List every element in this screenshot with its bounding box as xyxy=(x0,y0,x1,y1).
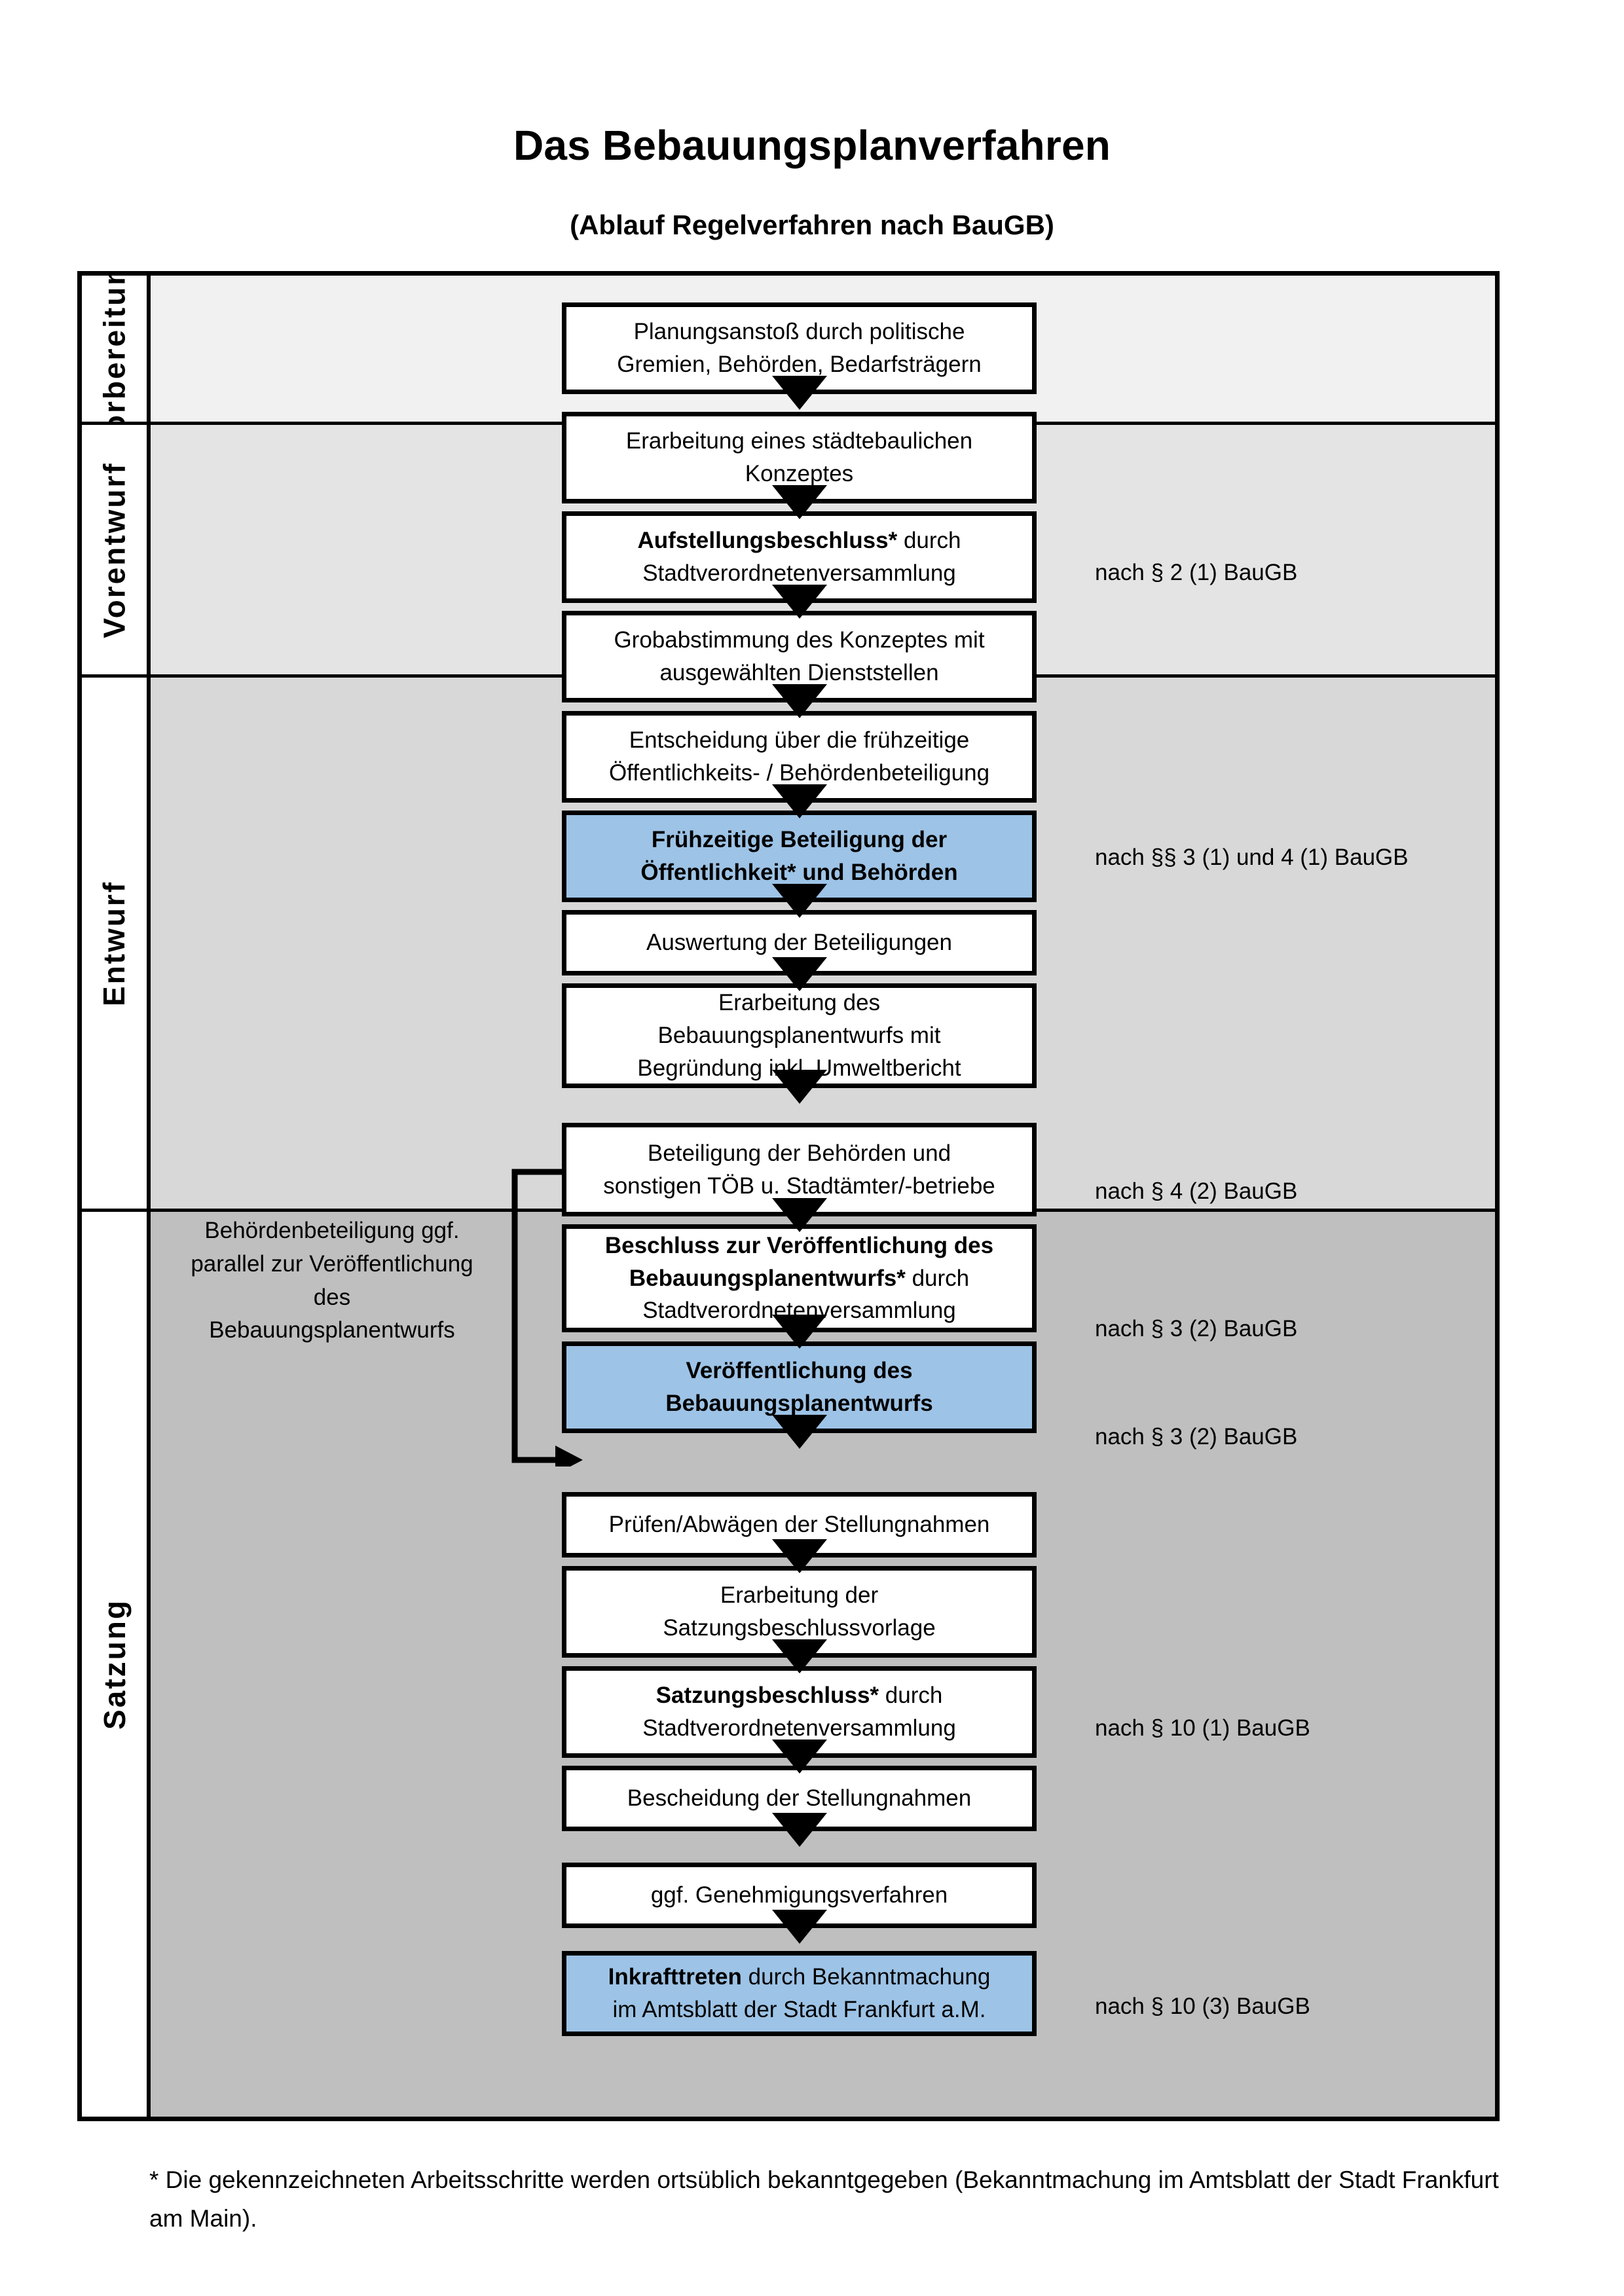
flow-arrow-down xyxy=(772,485,827,519)
band-label-satzung: Satzung xyxy=(82,1212,151,2117)
step-text-line: Gremien, Behörden, Bedarfsträgern xyxy=(617,352,982,377)
step-text-line: durch Bekanntmachung xyxy=(741,1964,991,1990)
step-text-line: Auswertung der Beteiligungen xyxy=(646,930,952,956)
step-text-bold: Satzungsbeschluss* xyxy=(655,1683,879,1709)
step-text-bold: Beschluss zur Veröffentlichung des xyxy=(604,1232,994,1258)
step-text-line: Erarbeitung des xyxy=(718,990,881,1016)
step-text-line: Erarbeitung eines städtebaulichen xyxy=(625,428,973,454)
step-text-line: Frühzeitige Beteiligung der xyxy=(651,827,948,853)
step-text-bold: Inkrafttreten xyxy=(608,1964,742,1990)
side-note-behoerdenbeteiligung: Behördenbeteiligung ggf. parallel zur Ve… xyxy=(191,1218,473,1343)
flow-arrow-down xyxy=(772,1539,827,1573)
step-text-bold: Bebauungsplanentwurfs* xyxy=(629,1265,906,1291)
flow-arrow-down xyxy=(772,1315,827,1349)
law-reference-par3-2-a: nach § 3 (2) BauGB xyxy=(1095,1316,1298,1341)
step-text-line: Prüfen/Abwägen der Stellungnahmen xyxy=(608,1512,990,1538)
step-text-line: Stadtverordnetenversammlung xyxy=(642,1715,956,1741)
step-text-line: Bebauungsplanentwurfs xyxy=(665,1391,933,1416)
bracket-connector-arrow xyxy=(511,1169,583,1467)
flow-arrow-down xyxy=(772,884,827,918)
law-reference-par10-1: nach § 10 (1) BauGB xyxy=(1095,1715,1310,1741)
flow-arrow-down xyxy=(772,1639,827,1673)
step-text-line: Öffentlichkeit* und Behörden xyxy=(640,860,958,885)
flow-arrow-down xyxy=(772,684,827,718)
step-text-line: Entscheidung über die frühzeitige xyxy=(629,727,970,754)
page-subtitle: (Ablauf Regelverfahren nach BauGB) xyxy=(570,210,1054,240)
step-box-erarbeitung-satzungsvorlage[interactable]: Erarbeitung der Satzungsbeschlussvorlage xyxy=(562,1566,1037,1658)
step-text-line: Beteiligung der Behörden und xyxy=(647,1140,951,1166)
step-text-line: Stadtverordnetenversammlung xyxy=(642,560,956,586)
flow-arrow-down xyxy=(772,1198,827,1232)
step-text-line: Veröffentlichung des xyxy=(686,1358,913,1384)
band-label-vorbereitung: Vorbereitung xyxy=(82,276,151,422)
page-title: Das Bebauungsplanverfahren xyxy=(513,122,1111,169)
step-text-line: sonstigen TÖB u. Stadtämter/-betriebe xyxy=(603,1173,995,1199)
step-text-line: Konzeptes xyxy=(745,461,854,486)
flow-arrow-down xyxy=(772,1070,827,1104)
footnote-text: * Die gekennzeichneten Arbeitsschritte w… xyxy=(149,2166,1499,2232)
flow-arrow-down xyxy=(772,1415,827,1449)
flow-arrow-down xyxy=(772,376,827,410)
step-text-line: Satzungsbeschlussvorlage xyxy=(663,1615,936,1641)
band-label-entwurf: Entwurf xyxy=(82,678,151,1209)
step-box-beschluss-veroeffentlichung[interactable]: Beschluss zur Veröffentlichung des Bebau… xyxy=(562,1224,1037,1332)
step-text-line: Erarbeitung der xyxy=(720,1582,879,1609)
step-text-line: Planungsanstoß durch politische xyxy=(633,319,965,345)
step-text-line: ggf. Genehmigungsverfahren xyxy=(650,1882,948,1908)
step-text-line: ausgewählten Dienststellen xyxy=(659,660,939,685)
flow-arrow-down xyxy=(772,784,827,818)
flow-arrow-down xyxy=(772,1813,827,1847)
flow-arrow-down xyxy=(772,1740,827,1774)
law-reference-par3-1-4-1: nach §§ 3 (1) und 4 (1) BauGB xyxy=(1095,845,1409,870)
step-box-satzungsbeschluss[interactable]: Satzungsbeschluss* durch Stadtverordnete… xyxy=(562,1666,1037,1758)
step-text-line: durch xyxy=(905,1265,970,1291)
step-text-line: durch xyxy=(879,1683,943,1709)
flow-arrow-down xyxy=(772,1910,827,1944)
flow-arrow-down xyxy=(772,585,827,619)
step-text-line: Bescheidung der Stellungnahmen xyxy=(627,1785,972,1812)
step-box-beteiligung-behoerden[interactable]: Beteiligung der Behörden und sonstigen T… xyxy=(562,1123,1037,1216)
step-text-line: durch xyxy=(897,528,961,554)
step-text-line: Öffentlichkeits- / Behördenbeteiligung xyxy=(608,760,990,786)
step-text-line: Bebauungsplanentwurfs mit xyxy=(657,1023,941,1049)
step-text-line: Grobabstimmung des Konzeptes mit xyxy=(614,627,985,653)
band-label-vorentwurf: Vorentwurf xyxy=(82,425,151,674)
law-reference-par4-2: nach § 4 (2) BauGB xyxy=(1095,1178,1298,1204)
law-reference-par3-2-b: nach § 3 (2) BauGB xyxy=(1095,1424,1298,1449)
step-text-line: im Amtsblatt der Stadt Frankfurt a.M. xyxy=(612,1997,986,2022)
step-box-inkrafttreten[interactable]: Inkrafttreten durch Bekanntmachung im Am… xyxy=(562,1951,1037,2036)
flow-arrow-down xyxy=(772,957,827,991)
step-text-bold: Aufstellungsbeschluss* xyxy=(637,528,898,554)
law-reference-par2-1: nach § 2 (1) BauGB xyxy=(1095,560,1298,585)
law-reference-par10-3: nach § 10 (3) BauGB xyxy=(1095,1994,1310,2019)
